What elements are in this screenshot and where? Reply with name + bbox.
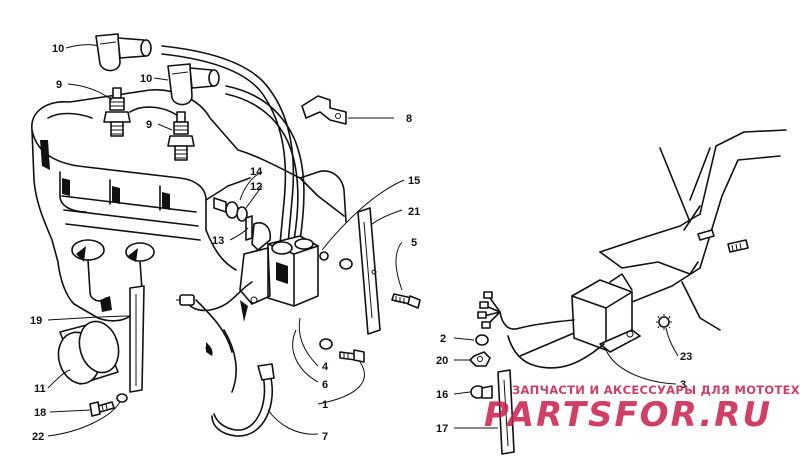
callout-labels: 10 10 9 9 8 14 12 13 15 21 5 19 11 18 22… bbox=[30, 43, 692, 443]
spark-plug-cap-right bbox=[167, 63, 220, 106]
callout-label: 19 bbox=[30, 315, 42, 327]
washer-near-coil bbox=[339, 258, 353, 270]
screw-18 bbox=[89, 401, 115, 417]
ignition-coil bbox=[239, 235, 329, 307]
cable-tie-7 bbox=[211, 363, 275, 437]
callout-label: 8 bbox=[406, 113, 412, 125]
washer-2 bbox=[475, 334, 489, 346]
boot-11 bbox=[57, 320, 120, 385]
watermark-logo: PARTSFOR.RU bbox=[484, 395, 772, 435]
strap-19 bbox=[129, 285, 145, 393]
high-tension-leads bbox=[161, 45, 305, 245]
engine-block bbox=[31, 89, 347, 393]
callout-label: 3 bbox=[680, 379, 686, 391]
callout-label: 22 bbox=[32, 431, 44, 443]
callout-label: 7 bbox=[322, 431, 328, 443]
spark-plug-right bbox=[167, 111, 195, 161]
frame-bolts bbox=[697, 229, 749, 253]
primary-lead bbox=[176, 281, 253, 312]
callout-label: 18 bbox=[34, 407, 46, 419]
callout-label: 9 bbox=[56, 79, 62, 91]
callout-label: 11 bbox=[34, 383, 46, 395]
callout-label: 13 bbox=[212, 235, 224, 247]
watermark-caption: ЗАПЧАСТИ И АКСЕССУАРЫ ДЛЯ МОТОТЕХНИКИ bbox=[512, 383, 800, 397]
callout-label: 14 bbox=[250, 166, 263, 178]
cap-screw-6 bbox=[339, 349, 365, 363]
cap-screw-5 bbox=[391, 293, 421, 309]
callout-label: 10 bbox=[52, 43, 64, 55]
watermark: ЗАПЧАСТИ И АКСЕССУАРЫ ДЛЯ МОТОТЕХНИКИ PA… bbox=[484, 383, 800, 435]
washer-22 bbox=[116, 393, 128, 403]
leader-lines bbox=[47, 44, 679, 437]
strap-21 bbox=[357, 207, 381, 335]
star-washer-23 bbox=[656, 314, 672, 330]
callout-label: 10 bbox=[140, 73, 152, 85]
callout-label: 4 bbox=[322, 361, 329, 373]
spark-plug-left bbox=[103, 87, 131, 137]
strap-17 bbox=[497, 369, 515, 455]
mounting-bracket bbox=[301, 95, 347, 125]
callout-label: 2 bbox=[440, 333, 446, 345]
cdi-module bbox=[571, 279, 641, 353]
callout-label: 21 bbox=[408, 206, 420, 218]
grommet-screw-set bbox=[213, 197, 272, 251]
grommet-16 bbox=[470, 385, 493, 399]
callout-label: 12 bbox=[250, 181, 262, 193]
callout-label: 23 bbox=[680, 351, 692, 363]
callout-label: 15 bbox=[408, 175, 420, 187]
callout-label: 5 bbox=[411, 237, 417, 249]
callout-label: 20 bbox=[436, 355, 448, 367]
callout-label: 1 bbox=[322, 399, 328, 411]
lock-washer-4 bbox=[319, 338, 333, 350]
spark-plug-cap-left bbox=[95, 33, 152, 72]
callout-label: 16 bbox=[436, 389, 448, 401]
cdi-harness bbox=[477, 291, 605, 369]
callout-label: 6 bbox=[322, 379, 328, 391]
callout-label: 17 bbox=[436, 423, 448, 435]
small-hole bbox=[205, 345, 211, 351]
nut-20 bbox=[469, 351, 491, 367]
callout-label: 9 bbox=[146, 119, 152, 131]
